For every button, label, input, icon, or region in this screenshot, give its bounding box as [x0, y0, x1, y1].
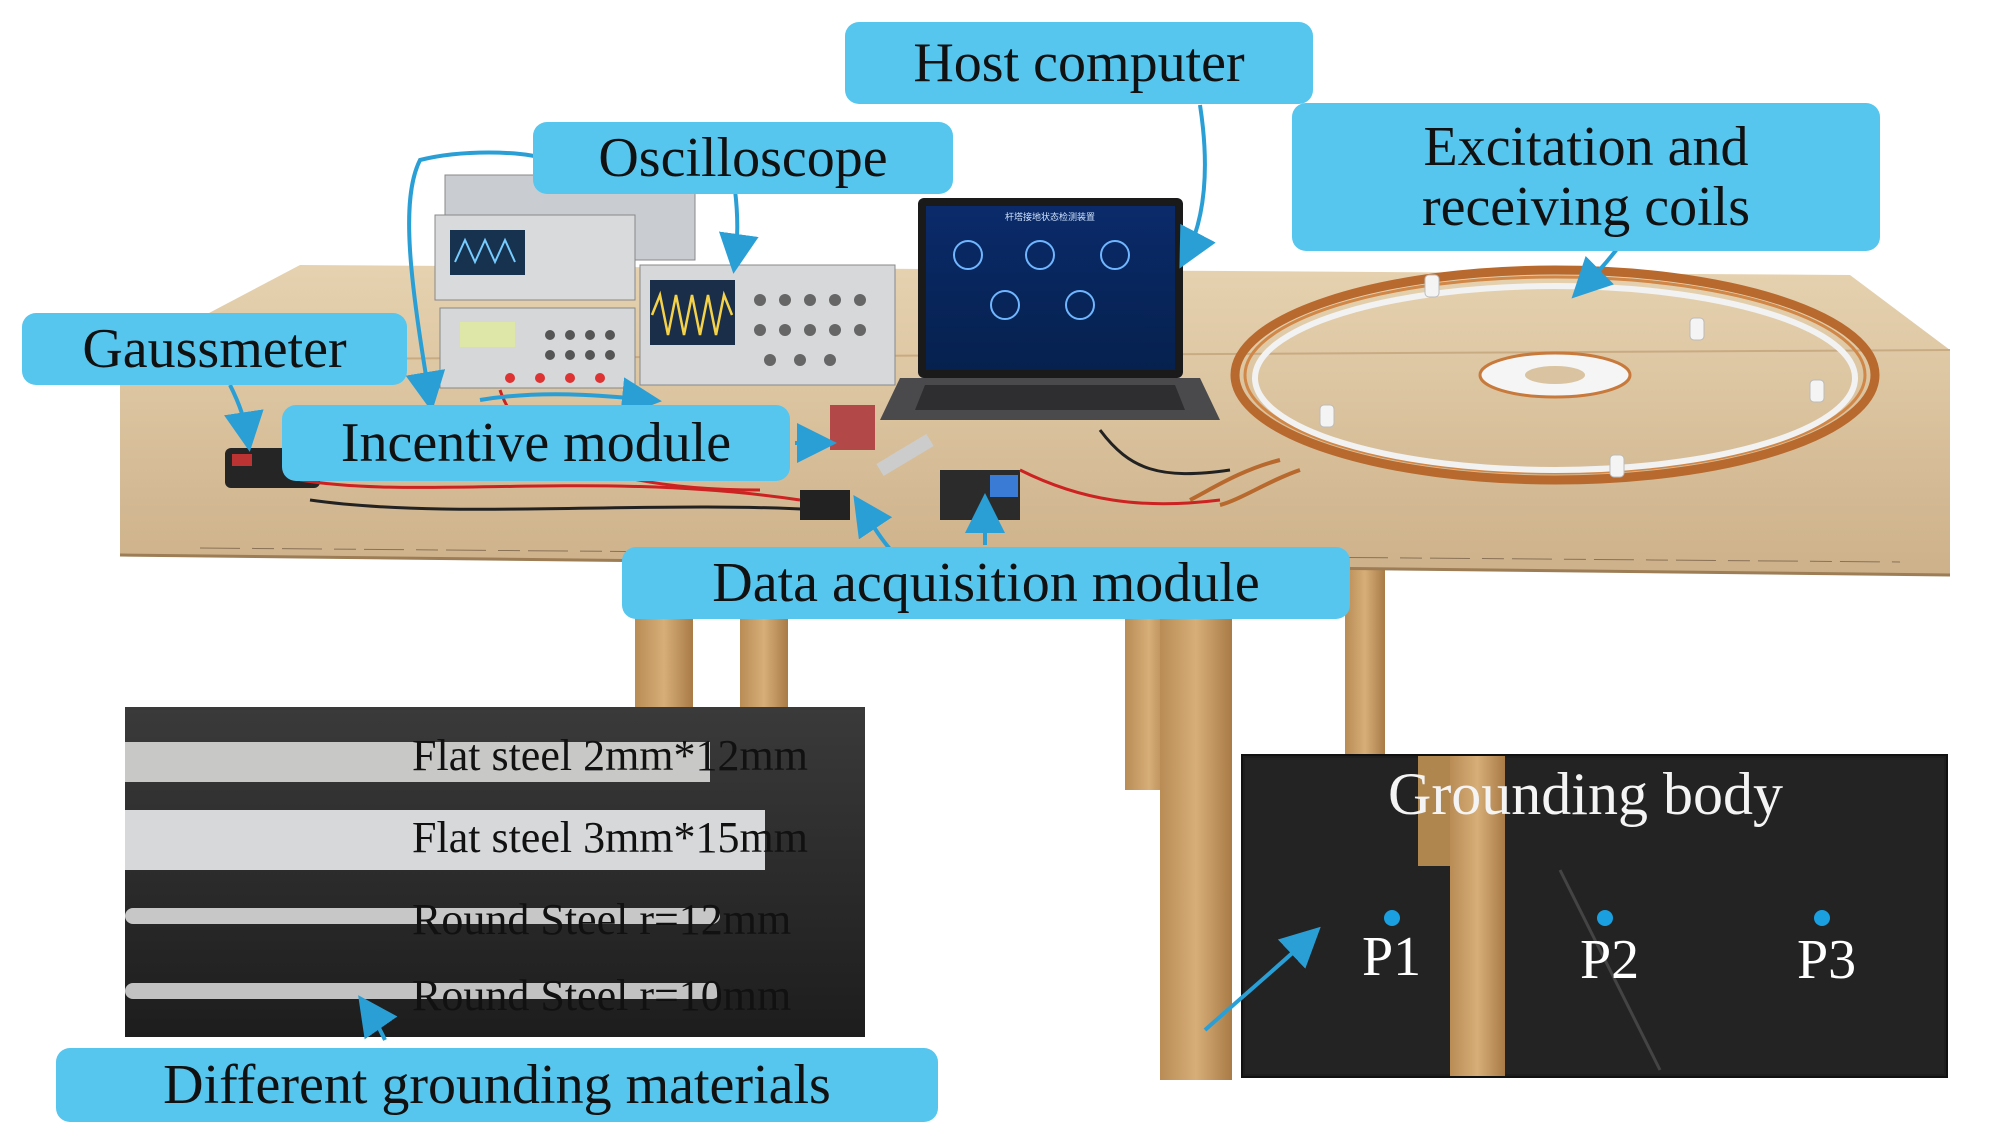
grounding-body-title: Grounding body: [1388, 761, 1783, 827]
oscilloscope-callout: Oscilloscope: [533, 122, 953, 194]
point-marker-p3: [1814, 910, 1830, 926]
point-label-p3: P3: [1797, 929, 1857, 991]
excitation-coils-callout: Excitation and receiving coils: [1292, 103, 1880, 251]
incentive-module-callout: Incentive module: [282, 405, 790, 481]
material-label: Flat steel 2mm*12mm: [412, 731, 808, 780]
point-marker-p1: [1384, 910, 1400, 926]
data-acquisition-boards: [800, 405, 1020, 520]
oscilloscope-device: [639, 264, 896, 386]
materials-photo: [125, 707, 865, 1037]
point-label-p1: P1: [1362, 926, 1422, 988]
host-computer-callout: Host computer: [845, 22, 1313, 104]
excitation-coils-label-line1: Excitation and: [1423, 115, 1749, 178]
material-label: Round Steel r=12mm: [412, 895, 792, 944]
laptop: 杆塔接地状态检测装置: [880, 198, 1220, 420]
material-label: Round Steel r=10mm: [412, 971, 792, 1020]
material-label: Flat steel 3mm*15mm: [412, 813, 808, 862]
data-acquisition-module-label: Data acquisition module: [712, 551, 1260, 614]
host-computer-label: Host computer: [913, 31, 1245, 94]
gaussmeter-callout: Gaussmeter: [22, 313, 407, 385]
oscilloscope-label: Oscilloscope: [598, 126, 888, 189]
excitation-coils-label-line2: receiving coils: [1421, 176, 1751, 238]
incentive-module-label: Incentive module: [340, 411, 732, 474]
gaussmeter-label: Gaussmeter: [82, 317, 347, 380]
laptop-screen-title: 杆塔接地状态检测装置: [1005, 211, 1095, 223]
point-label-p2: P2: [1580, 929, 1640, 991]
excitation-receiving-coil: [1189, 265, 1880, 507]
different-grounding-materials-callout: Different grounding materials: [56, 1048, 938, 1122]
different-grounding-materials-label: Different grounding materials: [163, 1053, 831, 1116]
point-marker-p2: [1597, 910, 1613, 926]
data-acquisition-module-callout: Data acquisition module: [622, 547, 1350, 619]
